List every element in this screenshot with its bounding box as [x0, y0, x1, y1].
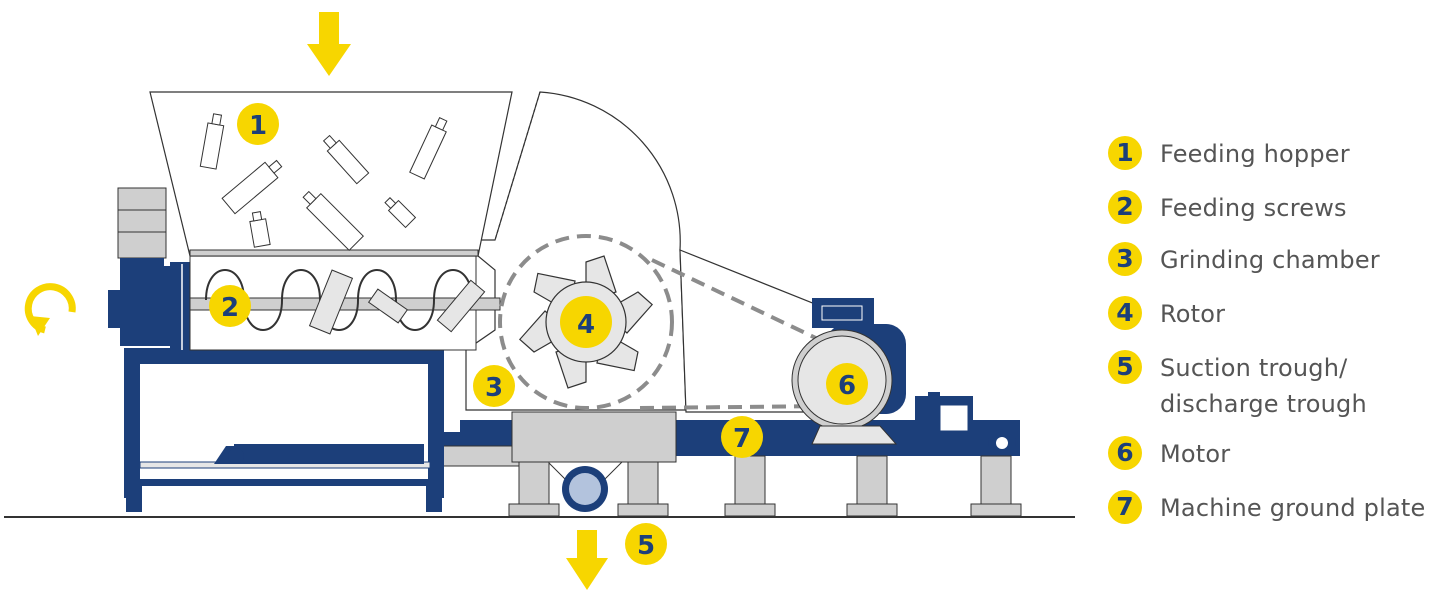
screw-frame — [124, 348, 444, 512]
feeding-screw-trough — [189, 253, 501, 351]
legend-item: 7 Machine ground plate — [1108, 490, 1425, 526]
callout-4: 4 — [560, 296, 612, 348]
legend-label: Suction trough/ discharge trough — [1160, 350, 1367, 422]
callout-3-number: 3 — [485, 373, 503, 403]
callout-5: 5 — [625, 523, 667, 565]
machine-feet — [508, 455, 1022, 517]
legend-item: 6 Motor — [1108, 436, 1230, 472]
callout-2: 2 — [209, 285, 251, 327]
callout-7-number: 7 — [733, 424, 751, 454]
output-arrow-icon — [566, 530, 608, 590]
callout-5-number: 5 — [637, 531, 655, 561]
legend-item: 4 Rotor — [1108, 296, 1225, 332]
legend-label-line1: Suction trough/ — [1160, 354, 1348, 382]
legend-badge: 1 — [1108, 136, 1142, 170]
legend-badge: 2 — [1108, 190, 1142, 224]
legend-badge: 4 — [1108, 296, 1142, 330]
legend-label: Rotor — [1160, 300, 1226, 328]
legend-badge: 7 — [1108, 490, 1142, 524]
rotor — [498, 234, 674, 410]
legend-label: Machine ground plate — [1160, 494, 1426, 522]
callout-1-number: 1 — [249, 111, 267, 141]
callout-4-number: 4 — [577, 310, 595, 340]
callout-6-number: 6 — [838, 371, 856, 401]
input-arrow-icon — [307, 12, 351, 76]
callout-6: 6 — [826, 363, 868, 405]
legend-badge: 5 — [1108, 350, 1142, 384]
legend-label-line2: discharge trough — [1160, 390, 1367, 418]
feeding-hopper — [149, 91, 513, 257]
legend-label: Feeding hopper — [1160, 140, 1350, 168]
rotate-icon — [24, 283, 76, 336]
screw-drive — [108, 187, 190, 352]
legend-badge: 3 — [1108, 242, 1142, 276]
bottle-group — [199, 113, 448, 251]
legend-label: Motor — [1160, 440, 1231, 468]
legend-item: 2 Feeding screws — [1108, 190, 1347, 226]
legend-badge: 6 — [1108, 436, 1142, 470]
callout-1: 1 — [237, 103, 279, 145]
legend-item: 3 Grinding chamber — [1108, 242, 1380, 278]
legend-item: 1 Feeding hopper — [1108, 136, 1350, 172]
legend-item: 5 Suction trough/ discharge trough — [1108, 350, 1367, 422]
callout-3: 3 — [473, 365, 515, 407]
legend-label: Grinding chamber — [1160, 246, 1380, 274]
callout-7: 7 — [721, 416, 763, 458]
discharge-block — [439, 411, 677, 512]
legend-label: Feeding screws — [1160, 194, 1347, 222]
callout-2-number: 2 — [221, 293, 239, 323]
